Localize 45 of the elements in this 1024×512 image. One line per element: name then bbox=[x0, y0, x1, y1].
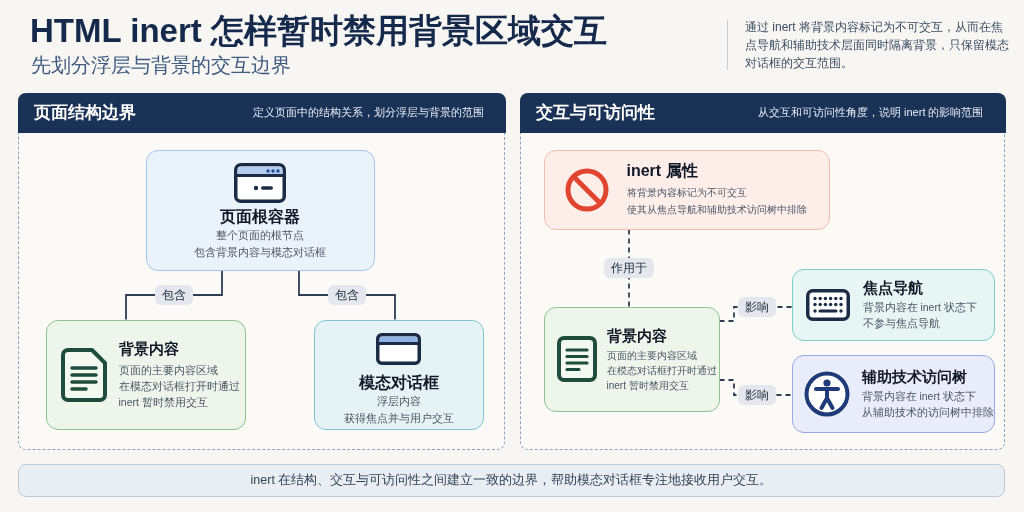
section-panel bbox=[520, 93, 1005, 450]
node-title: 背景内容 bbox=[118, 339, 180, 359]
node-text: 浮层内容 bbox=[376, 393, 421, 409]
info-card bbox=[791, 354, 995, 433]
edge-label: 包含 bbox=[155, 285, 193, 305]
node-text: 背景内容在 inert 状态下 bbox=[861, 389, 977, 404]
subtitle: 先划分浮层与背景的交互边界 bbox=[31, 53, 291, 78]
description-text: 通过 inert 将背景内容标记为不可交互，从而在焦点导航和辅助技术层面同时隔离背景，只保留模态对话框的交互范围。 bbox=[745, 19, 1009, 72]
node-title: 背景内容 bbox=[606, 325, 668, 346]
panel-title: 交互与可访问性 bbox=[535, 101, 655, 124]
node-text: 整个页面的根节点 bbox=[216, 227, 304, 243]
node-title: 辅助技术访问树 bbox=[861, 367, 968, 387]
node-text: 页面的主要内容区域 bbox=[118, 363, 219, 378]
node-text: 包含背景内容与模态对话框 bbox=[194, 244, 326, 260]
node-title: 焦点导航 bbox=[862, 278, 924, 298]
node-title: 模态对话框 bbox=[358, 372, 439, 393]
edge-label: 影响 bbox=[737, 297, 776, 317]
section-panel bbox=[18, 93, 505, 450]
edge-label: 作用于 bbox=[604, 258, 654, 278]
node-title: inert 属性 bbox=[626, 161, 699, 181]
panel-subtitle: 定义页面中的结构关系，划分浮层与背景的范围 bbox=[252, 105, 484, 121]
edge-label: 影响 bbox=[737, 385, 776, 405]
info-card bbox=[145, 149, 375, 271]
node-text: 在模态对话框打开时通过 inert 暂时禁用交互 bbox=[118, 379, 241, 410]
node-text: 将背景内容标记为不可交互 bbox=[626, 186, 748, 200]
info-card bbox=[313, 319, 484, 430]
edge-label: 包含 bbox=[328, 285, 366, 305]
title: HTML inert 怎样暂时禁用背景区域交互 bbox=[30, 11, 607, 51]
node-text: 使其从焦点导航和辅助技术访问树中排除 bbox=[626, 203, 807, 217]
node-text: 页面的主要内容区域 bbox=[606, 348, 698, 363]
node-text: 不参与焦点导航 bbox=[862, 316, 941, 331]
panel-title: 页面结构边界 bbox=[33, 101, 136, 124]
connector bbox=[628, 228, 630, 308]
summary-banner bbox=[18, 464, 1005, 497]
info-card bbox=[543, 149, 830, 230]
node-text: 从辅助技术的访问树中排除 bbox=[861, 405, 994, 420]
summary-text: inert 在结构、交互与可访问性之间建立一致的边界，帮助模态对话框专注地接收用户交互。 bbox=[250, 472, 773, 490]
node-text: 在模态对话框打开时通过 inert 暂时禁用交互 bbox=[606, 363, 718, 393]
node-title: 页面根容器 bbox=[220, 206, 300, 227]
info-card bbox=[543, 306, 720, 412]
info-card bbox=[791, 268, 995, 341]
info-card bbox=[45, 319, 246, 430]
panel-subtitle: 从交互和可访问性角度，说明 inert 的影响范围 bbox=[758, 105, 984, 121]
node-text: 背景内容在 inert 状态下 bbox=[862, 300, 977, 315]
node-text: 获得焦点并与用户交互 bbox=[343, 410, 454, 426]
